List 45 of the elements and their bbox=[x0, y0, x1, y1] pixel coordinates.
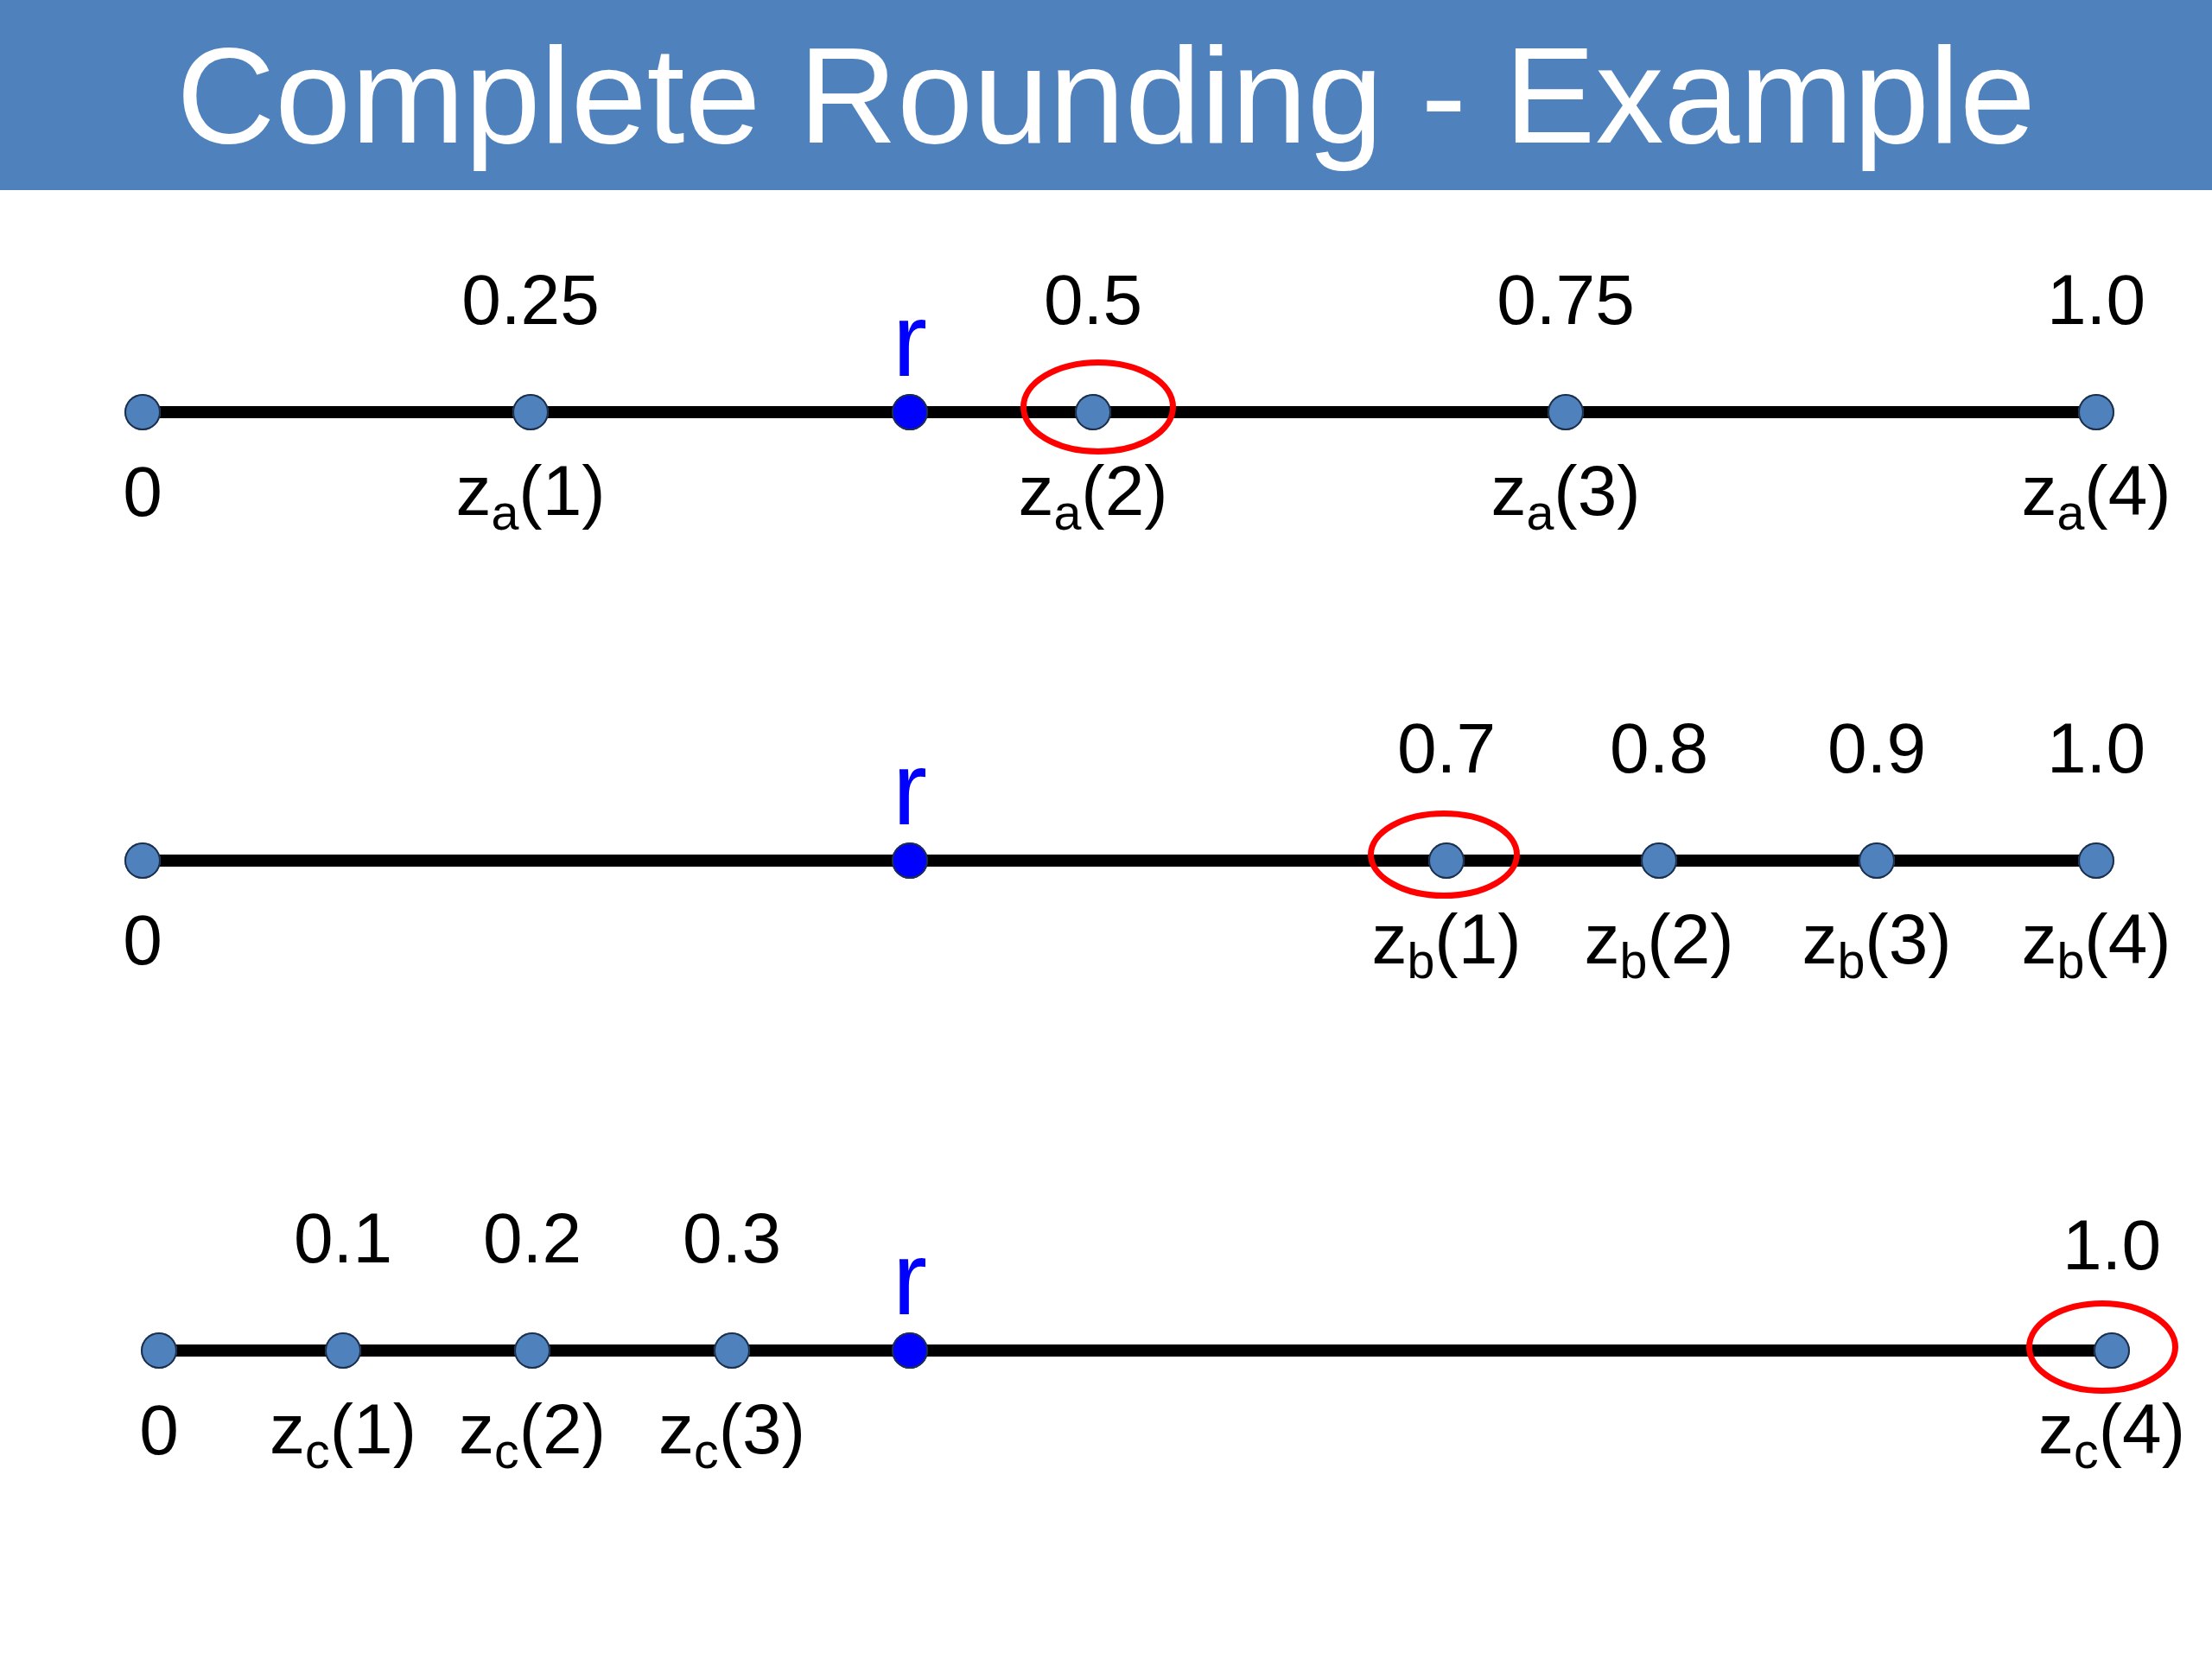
line-segment bbox=[175, 1344, 327, 1357]
value-label: 0 bbox=[139, 1395, 179, 1465]
variable-label: r bbox=[893, 288, 927, 391]
line-segment bbox=[1893, 855, 2080, 867]
line-segment bbox=[159, 406, 514, 418]
line-segment bbox=[547, 406, 893, 418]
value-label: 0.2 bbox=[483, 1203, 582, 1274]
value-label: 0.75 bbox=[1497, 264, 1635, 335]
value-label: 0.1 bbox=[294, 1203, 392, 1274]
value-label: 0 bbox=[123, 456, 162, 527]
point-label: z$_{c}$(2) bbox=[458, 1391, 607, 1480]
line-segment bbox=[549, 1344, 715, 1357]
line-segment bbox=[1109, 406, 1549, 418]
point-label: z$_{b}$(3) bbox=[1801, 901, 1953, 990]
line-segment bbox=[359, 1344, 516, 1357]
point-label: z$_{c}$(3) bbox=[658, 1391, 806, 1480]
value-label: 0.7 bbox=[1397, 713, 1496, 784]
line-segment bbox=[926, 855, 1430, 867]
value-label: 0.3 bbox=[683, 1203, 781, 1274]
value-label: 0.5 bbox=[1044, 264, 1142, 335]
point-label: z$_{c}$(1) bbox=[269, 1391, 417, 1480]
line-segment bbox=[1582, 406, 2080, 418]
point-label: z$_{c}$(4) bbox=[2037, 1391, 2186, 1480]
point-label: z$_{b}$(2) bbox=[1583, 901, 1735, 990]
point-label: z$_{a}$(4) bbox=[2020, 453, 2172, 542]
value-label: 0.9 bbox=[1827, 713, 1926, 784]
value-label: 0 bbox=[123, 905, 162, 976]
variable-label: r bbox=[893, 1226, 927, 1330]
point-label: z$_{a}$(3) bbox=[1490, 453, 1642, 542]
value-label: 1.0 bbox=[2063, 1210, 2161, 1281]
line-segment bbox=[1463, 855, 1643, 867]
value-label: 0.25 bbox=[461, 264, 600, 335]
line-segment bbox=[1675, 855, 1860, 867]
point-label: z$_{b}$(1) bbox=[1370, 901, 1522, 990]
title-banner: Complete Rounding - Example bbox=[0, 0, 2212, 190]
variable-label: r bbox=[893, 736, 927, 840]
point-label: z$_{a}$(1) bbox=[454, 453, 607, 542]
line-segment bbox=[926, 406, 1077, 418]
value-label: 1.0 bbox=[2047, 713, 2145, 784]
point-label: z$_{a}$(2) bbox=[1017, 453, 1169, 542]
point-label: z$_{b}$(4) bbox=[2020, 901, 2172, 990]
line-segment bbox=[748, 1344, 893, 1357]
value-label: 0.8 bbox=[1610, 713, 1708, 784]
line-segment bbox=[159, 855, 893, 867]
value-label: 1.0 bbox=[2047, 264, 2145, 335]
